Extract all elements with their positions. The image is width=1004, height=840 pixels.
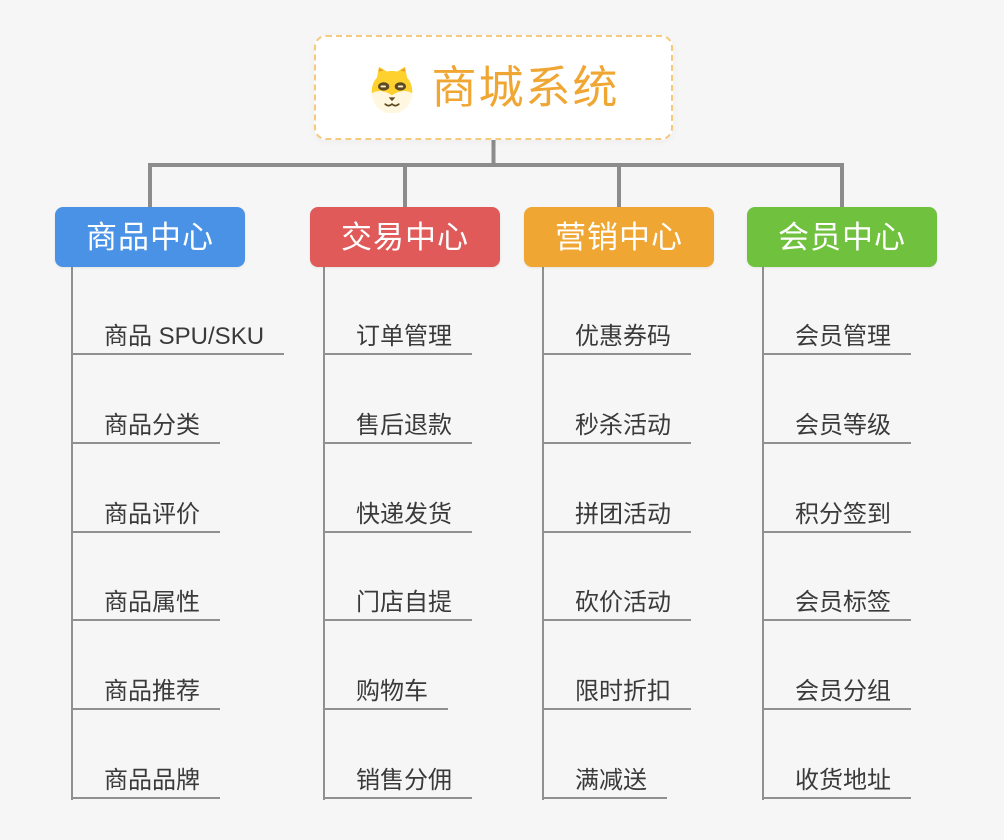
sub-item-label: 会员标签: [795, 589, 891, 616]
sub-item-label: 限时折扣: [575, 678, 671, 705]
branch-node[interactable]: 营销中心: [524, 207, 714, 267]
root-node[interactable]: 商城系统: [314, 35, 673, 140]
sub-item-node[interactable]: 购物车: [323, 668, 448, 710]
sub-item-label: 商品 SPU/SKU: [104, 323, 265, 350]
sub-item-label: 秒杀活动: [575, 412, 671, 439]
sub-item-node[interactable]: 快递发货: [323, 491, 472, 533]
sub-item-label: 积分签到: [795, 501, 891, 528]
sub-item-node[interactable]: 砍价活动: [542, 579, 691, 621]
sub-item-label: 会员管理: [795, 323, 891, 350]
sub-item-label: 商品分类: [104, 412, 200, 439]
sub-item-label: 售后退款: [356, 412, 452, 439]
sub-item-node[interactable]: 商品品牌: [71, 757, 220, 799]
tree-connector-path: [148, 140, 844, 211]
branch-label: 营销中心: [555, 219, 683, 255]
sub-item-node[interactable]: 商品分类: [71, 402, 220, 444]
branch-node[interactable]: 交易中心: [310, 207, 500, 267]
sub-item-node[interactable]: 商品推荐: [71, 668, 220, 710]
sub-item-label: 会员等级: [795, 412, 891, 439]
branch-label: 会员中心: [778, 219, 906, 255]
branch-label: 商品中心: [86, 219, 214, 255]
column-connector-path: [71, 267, 764, 800]
sub-item-node[interactable]: 积分签到: [762, 491, 911, 533]
sub-item-label: 订单管理: [356, 323, 452, 350]
sub-item-label: 收货地址: [795, 767, 891, 794]
sub-item-node[interactable]: 满减送: [542, 757, 667, 799]
sub-item-node[interactable]: 收货地址: [762, 757, 911, 799]
sub-item-node[interactable]: 销售分佣: [323, 757, 472, 799]
dog-icon: [372, 66, 413, 113]
sub-item-node[interactable]: 会员标签: [762, 579, 911, 621]
sub-item-label: 销售分佣: [356, 767, 452, 794]
sub-item-node[interactable]: 商品评价: [71, 491, 220, 533]
sub-item-node[interactable]: 优惠券码: [542, 313, 691, 355]
sub-item-node[interactable]: 会员管理: [762, 313, 911, 355]
sub-item-node[interactable]: 会员分组: [762, 668, 911, 710]
sub-item-label: 门店自提: [356, 589, 452, 616]
branch-node[interactable]: 商品中心: [55, 207, 245, 267]
sub-item-label: 快递发货: [356, 501, 452, 528]
sub-item-label: 砍价活动: [575, 589, 671, 616]
sub-item-label: 购物车: [356, 678, 428, 705]
sub-item-node[interactable]: 拼团活动: [542, 491, 691, 533]
sub-item-node[interactable]: 秒杀活动: [542, 402, 691, 444]
sub-item-label: 满减送: [575, 767, 647, 794]
sub-item-node[interactable]: 会员等级: [762, 402, 911, 444]
branch-label: 交易中心: [341, 219, 469, 255]
sub-item-label: 会员分组: [795, 678, 891, 705]
sub-item-label: 优惠券码: [575, 323, 671, 350]
root-title: 商城系统: [431, 62, 620, 113]
sub-item-label: 商品评价: [104, 501, 200, 528]
sub-item-node[interactable]: 商品 SPU/SKU: [71, 313, 285, 355]
sub-item-label: 商品品牌: [104, 767, 200, 794]
sub-item-label: 拼团活动: [575, 501, 671, 528]
sub-item-node[interactable]: 商品属性: [71, 579, 220, 621]
sub-item-node[interactable]: 订单管理: [323, 313, 472, 355]
sub-item-node[interactable]: 限时折扣: [542, 668, 691, 710]
branch-node[interactable]: 会员中心: [747, 207, 937, 267]
sub-item-node[interactable]: 门店自提: [323, 579, 472, 621]
sub-item-node[interactable]: 售后退款: [323, 402, 472, 444]
sub-item-label: 商品推荐: [104, 678, 200, 705]
sub-item-label: 商品属性: [104, 589, 200, 616]
